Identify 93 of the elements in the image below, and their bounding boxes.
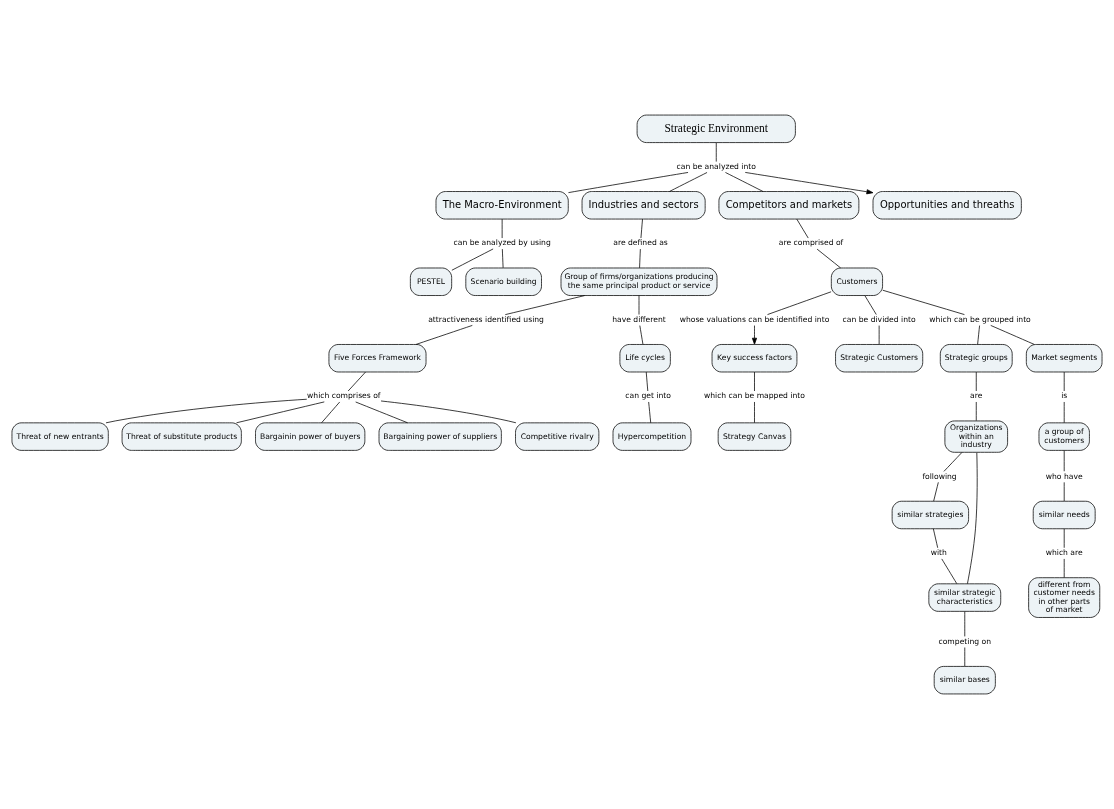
connector xyxy=(380,400,517,424)
connector xyxy=(640,218,643,239)
connector xyxy=(964,647,966,667)
connector xyxy=(1063,401,1065,424)
connector xyxy=(943,452,963,472)
node-text: who have xyxy=(1045,471,1083,481)
node-box: Key success factors xyxy=(711,344,798,373)
node-box: The Macro-Environment xyxy=(435,191,569,220)
node-text: can be analyzed into xyxy=(676,161,756,171)
connector xyxy=(105,398,308,424)
connector xyxy=(941,558,958,584)
node-box: Bargainin power of buyers xyxy=(255,422,366,451)
node-box: Market segments xyxy=(1025,344,1103,373)
connector xyxy=(933,481,939,502)
node-box: PESTEL xyxy=(410,267,453,296)
node-box: Strategy Canvas xyxy=(717,422,792,451)
connector xyxy=(645,371,649,392)
node-text: is xyxy=(1061,391,1068,401)
node-text: are comprised of xyxy=(778,238,844,248)
node-text: can get into xyxy=(625,391,672,401)
node-box: Threat of substitute products xyxy=(121,422,242,451)
connector xyxy=(754,401,755,424)
arrow xyxy=(751,325,757,345)
connector xyxy=(347,371,366,392)
node-text: competing on xyxy=(938,636,992,646)
connector xyxy=(568,172,689,193)
node-text: following xyxy=(922,471,957,481)
node-box: Group of firms/organizations producing the same principal product or service xyxy=(560,267,718,296)
node-box: a group of customers xyxy=(1038,422,1090,451)
connector xyxy=(501,248,504,269)
connector xyxy=(1063,450,1065,472)
connector xyxy=(767,291,832,315)
node-text: which comprises of xyxy=(307,391,381,401)
node-box: Competitors and markets xyxy=(718,191,860,220)
node-box: similar strategic characteristics xyxy=(928,583,1002,612)
node-box: Threat of new entrants xyxy=(11,422,109,451)
node-text: have different xyxy=(612,314,666,324)
node-box: Life cycles xyxy=(619,344,671,373)
connector xyxy=(754,371,755,392)
node-text: attractiveness identified using xyxy=(428,314,544,324)
node-box: Scenario building xyxy=(465,267,542,296)
node-box: Strategic groups xyxy=(939,344,1013,373)
connector xyxy=(355,401,408,424)
connector xyxy=(1063,558,1065,578)
connector xyxy=(796,218,809,239)
connector xyxy=(725,172,764,192)
connector xyxy=(964,611,966,637)
arrow xyxy=(744,172,874,195)
connector xyxy=(816,248,842,269)
connector xyxy=(236,401,325,424)
connector xyxy=(882,289,965,315)
node-box: Bargaining power of suppliers xyxy=(378,422,502,451)
node-box: similar needs xyxy=(1032,500,1096,530)
node-box: Opportunities and threaths xyxy=(872,191,1022,220)
node-text: can be analyzed by using xyxy=(453,238,551,248)
connector xyxy=(451,248,494,271)
connector xyxy=(669,172,708,192)
node-box: similar bases xyxy=(933,666,996,695)
connector xyxy=(648,401,652,424)
node-box: Hypercompetition xyxy=(612,422,692,451)
node-text: with xyxy=(930,548,947,558)
node-box: Five Forces Framework xyxy=(328,344,427,373)
node-box: Strategic Environment xyxy=(636,114,796,143)
connector xyxy=(878,325,880,345)
node-text: which are xyxy=(1045,548,1083,558)
node-text: are xyxy=(970,391,983,401)
connector xyxy=(975,371,977,392)
connector xyxy=(639,325,644,345)
connector xyxy=(933,528,939,549)
connector xyxy=(864,295,877,315)
node-box: Organizations within an industry xyxy=(944,420,1008,453)
connector xyxy=(501,218,503,239)
node-text: which can be grouped into xyxy=(929,314,1031,324)
node-text: are defined as xyxy=(613,238,668,248)
node-box: Customers xyxy=(830,267,883,296)
node-text: whose valuations can be identified into xyxy=(679,314,830,324)
node-text: can be divided into xyxy=(842,314,916,324)
connector xyxy=(639,248,641,269)
node-box: Industries and sectors xyxy=(581,191,706,220)
node-box: Strategic Customers xyxy=(835,344,924,373)
node-box: different from customer needs in other parts of market xyxy=(1028,577,1101,618)
connector xyxy=(715,142,717,162)
connector xyxy=(990,325,1035,345)
connector xyxy=(1063,371,1065,392)
connector xyxy=(504,295,586,315)
connector xyxy=(638,295,640,315)
connector xyxy=(321,401,341,424)
node-box: similar strategies xyxy=(891,500,969,530)
node-text: which can be mapped into xyxy=(703,391,806,401)
connector xyxy=(967,452,978,584)
connector xyxy=(977,325,980,345)
node-box: Competitive rivalry xyxy=(515,422,600,451)
connector xyxy=(415,325,473,345)
